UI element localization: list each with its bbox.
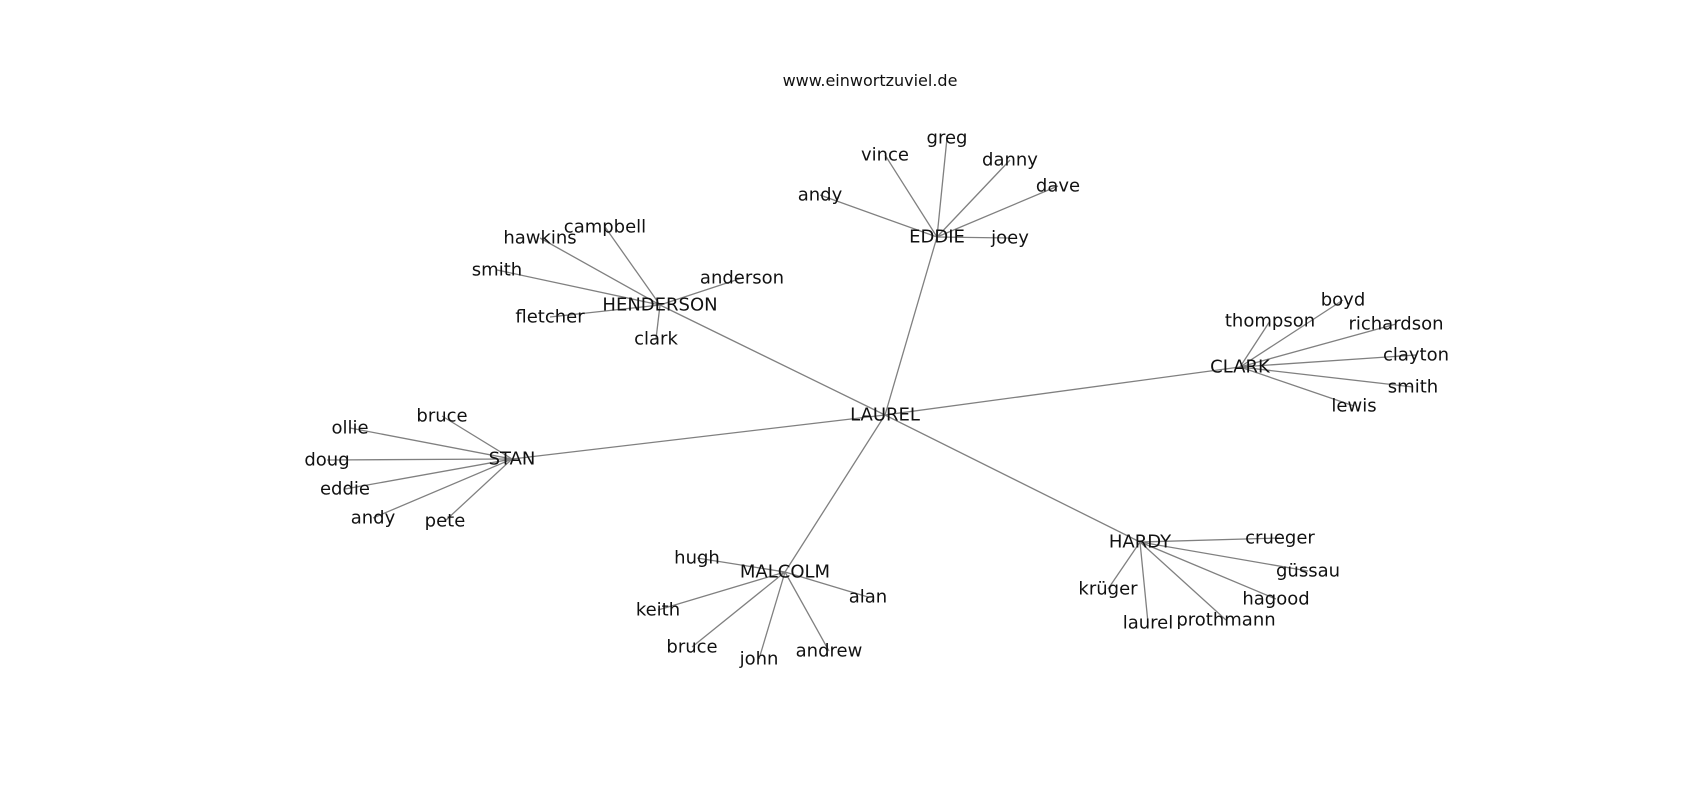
edge-hub-leaf (1239, 320, 1271, 368)
leaf-node-label: krüger (1078, 579, 1138, 600)
leaf-node-label: joey (990, 228, 1029, 249)
edge-hub-leaf (784, 571, 869, 598)
leaf-node-label: vince (861, 145, 909, 166)
leaf-node-label: smith (472, 260, 522, 281)
edge-hub-leaf (1139, 541, 1309, 572)
edge-hub-leaf (1239, 366, 1355, 407)
edge-hub-leaf (657, 571, 786, 611)
edge-hub-leaf (1139, 541, 1149, 624)
edge-hub-leaf (936, 236, 1011, 239)
leaf-node-label: crueger (1245, 528, 1315, 549)
hub-node-label: STAN (489, 449, 536, 470)
edge-hub-leaf (1139, 541, 1227, 621)
edge-hub-leaf (1139, 541, 1277, 600)
leaf-node-label: boyd (1321, 290, 1366, 311)
leaf-node-label: andrew (796, 641, 863, 662)
edge-hub-leaf (349, 427, 513, 460)
leaf-node-label: hugh (674, 548, 720, 569)
root-node-label: LAUREL (850, 405, 920, 426)
edge-hub-leaf (1139, 537, 1281, 543)
edge-hub-leaf (659, 277, 743, 306)
edge-hub-leaf (696, 557, 786, 573)
edge-root-hub (884, 236, 938, 416)
leaf-node-label: doug (304, 450, 349, 471)
leaf-node-label: dave (1036, 176, 1080, 197)
leaf-node-label: prothmann (1176, 610, 1275, 631)
leaf-node-label: danny (982, 150, 1038, 171)
leaf-node-label: bruce (416, 406, 467, 427)
leaf-node-label: greg (927, 128, 968, 149)
edge-root-hub (784, 414, 886, 573)
edge-hub-leaf (496, 269, 661, 306)
leaf-node-label: pete (425, 511, 466, 532)
leaf-node-label: andy (798, 185, 843, 206)
leaf-node-label: andy (351, 508, 396, 529)
edge-hub-leaf (1239, 299, 1344, 368)
leaf-node-label: keith (636, 600, 680, 621)
leaf-node-label: bruce (666, 637, 717, 658)
edge-hub-leaf (1239, 323, 1397, 368)
edge-hub-leaf (655, 304, 661, 340)
edge-hub-leaf (758, 571, 786, 660)
leaf-node-label: clayton (1383, 345, 1449, 366)
leaf-node-label: campbell (564, 217, 646, 238)
hub-node-label: HARDY (1109, 532, 1172, 553)
edge-hub-leaf (441, 415, 513, 460)
edge-hub-leaf (784, 571, 830, 652)
leaf-node-label: clark (634, 329, 678, 350)
edge-hub-leaf (1239, 366, 1414, 388)
edge-hub-leaf (936, 185, 1059, 238)
edge-hub-leaf (936, 159, 1011, 238)
edge-hub-leaf (604, 226, 661, 306)
edge-root-hub (511, 414, 886, 460)
edge-hub-leaf (549, 304, 661, 318)
leaf-node-label: hawkins (503, 228, 576, 249)
leaf-node-label: eddie (320, 479, 370, 500)
edge-root-hub (884, 366, 1241, 416)
edge-hub-leaf (691, 571, 786, 648)
leaf-node-label: hagood (1242, 589, 1309, 610)
edge-hub-leaf (444, 458, 513, 522)
edge-hub-leaf (884, 154, 938, 238)
leaf-node-label: richardson (1348, 314, 1443, 335)
edge-root-hub (659, 304, 886, 416)
edge-hub-leaf (539, 237, 661, 306)
leaf-node-label: thompson (1225, 311, 1315, 332)
leaf-node-label: fletcher (515, 307, 585, 328)
leaf-node-label: lewis (1331, 396, 1376, 417)
edge-hub-leaf (819, 194, 938, 238)
site-title: www.einwortzuviel.de (782, 71, 958, 90)
leaf-node-label: alan (849, 587, 887, 608)
edge-hub-leaf (326, 458, 513, 461)
leaf-node-label: anderson (700, 268, 784, 289)
edge-hub-leaf (344, 458, 513, 490)
hub-node-label: EDDIE (909, 227, 965, 248)
hub-node-label: HENDERSON (602, 295, 717, 316)
leaf-node-label: güssau (1276, 561, 1340, 582)
leaf-node-label: laurel (1123, 613, 1174, 634)
leaf-node-label: smith (1388, 377, 1438, 398)
leaf-node-label: ollie (331, 418, 368, 439)
edge-hub-leaf (1239, 354, 1417, 368)
edge-hub-leaf (936, 137, 948, 238)
hub-node-label: MALCOLM (740, 562, 830, 583)
leaf-node-label: john (739, 649, 779, 670)
edge-root-hub (884, 414, 1141, 543)
edge-hub-leaf (1107, 541, 1141, 590)
hub-node-label: CLARK (1210, 357, 1271, 378)
edge-hub-leaf (372, 458, 513, 519)
